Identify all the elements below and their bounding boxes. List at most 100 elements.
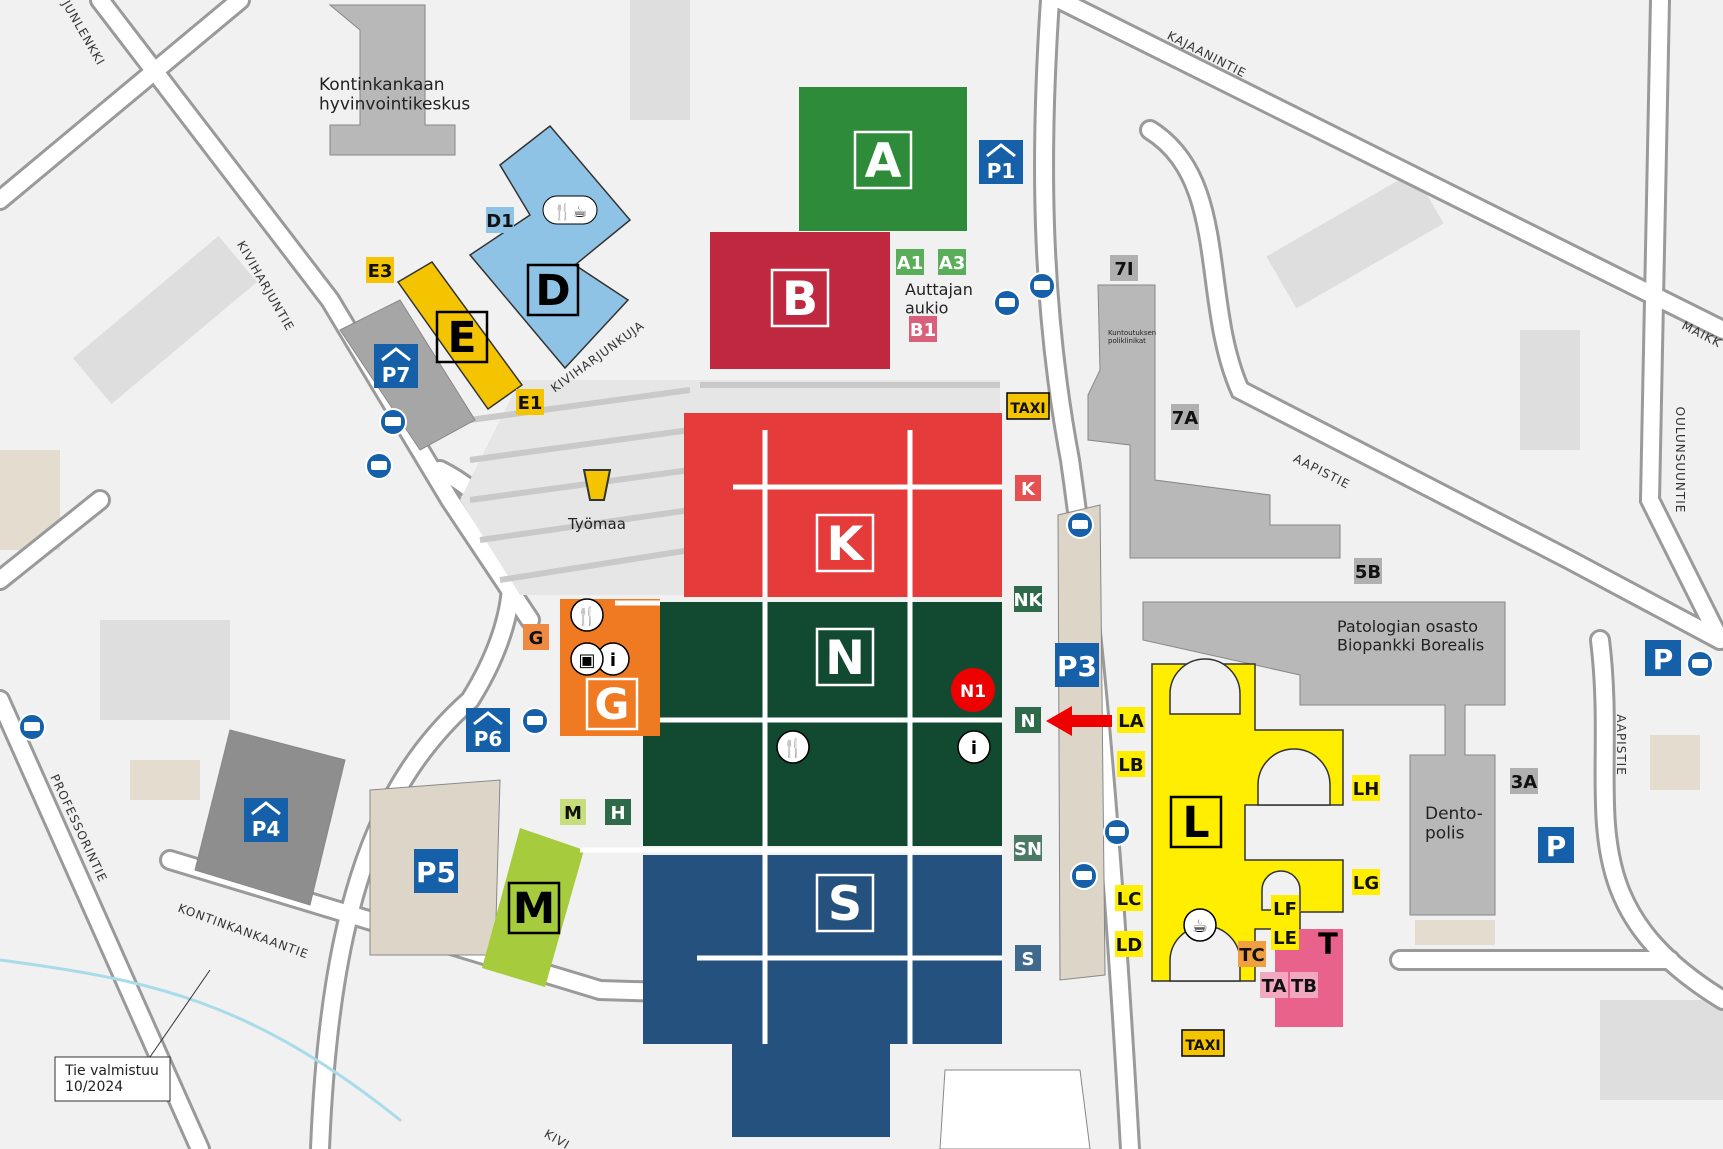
entrance-badge[interactable] [1117,707,1145,733]
building-m[interactable]: M [482,828,584,987]
entrance-marker-la[interactable]: LA [1117,707,1145,733]
entrance-badge[interactable] [1271,895,1299,921]
parking-sign-p[interactable]: P [1645,640,1681,676]
parking-sign-p5[interactable]: P5 [414,849,458,893]
building-d-shape[interactable] [468,124,632,370]
building-letter-k: K [827,517,866,572]
entrance-badge[interactable] [1110,255,1138,281]
building-e-shape[interactable] [396,261,524,411]
entrance-marker-tc[interactable]: TC [1238,941,1266,967]
entrance-badge[interactable] [1354,558,1382,584]
entrance-marker-tb[interactable]: TB [1290,972,1318,998]
entrance-badge[interactable] [523,624,549,650]
entrance-badge[interactable] [1115,885,1143,911]
entrance-marker-7a[interactable]: 7A [1171,404,1199,430]
entrance-badge[interactable] [1238,941,1266,967]
building-n[interactable]: N [643,602,1002,846]
entrance-marker-ta[interactable]: TA [1260,972,1288,998]
entrance-badge[interactable] [486,207,514,233]
entrance-badge[interactable] [366,257,394,283]
entrance-badge[interactable] [1510,768,1538,794]
entrance-badge[interactable] [896,249,924,275]
entrance-badge[interactable] [938,249,966,275]
entrance-label: 7I [1114,259,1133,280]
entrance-badge[interactable] [1181,1029,1225,1057]
entrance-badge[interactable] [1352,775,1380,801]
entrance-marker-d1[interactable]: D1 [486,207,514,233]
kiosk-icon-circle [570,642,604,676]
entrance-marker-7i[interactable]: 7I [1110,255,1138,281]
entrance-badge[interactable] [605,799,631,825]
entrance-badge[interactable] [1271,924,1299,950]
entrance-badge[interactable] [1352,869,1380,895]
entrance-badge[interactable] [516,389,544,415]
entrance-badge[interactable] [1015,475,1041,501]
parking-sign-p7[interactable]: P7 [374,344,418,388]
building-e[interactable]: E [396,261,524,411]
entrance-marker-lb[interactable]: LB [1117,751,1145,777]
parking-sign-bg[interactable] [414,849,458,893]
entrance-label: A1 [897,253,923,274]
parking-sign-bg[interactable] [979,140,1023,184]
entrance-badge[interactable] [1290,972,1318,998]
building-m-shape[interactable] [482,828,584,987]
parking-sign-bg[interactable] [466,708,510,752]
entrance-marker-3a[interactable]: 3A [1510,768,1538,794]
entrance-marker-lh[interactable]: LH [1352,775,1380,801]
building-d[interactable]: D [468,124,632,370]
entrance-marker-a1[interactable]: A1 [896,249,924,275]
entrance-marker-h[interactable]: H [605,799,631,825]
entrance-marker-n[interactable]: N [1015,707,1041,733]
entrance-marker-le[interactable]: LE [1271,924,1299,950]
entrance-marker-m[interactable]: M [560,799,586,825]
entrance-marker-lf[interactable]: LF [1271,895,1299,921]
entrance-marker-g[interactable]: G [523,624,549,650]
entrance-marker-k[interactable]: K [1015,475,1041,501]
parking-sign-p6[interactable]: P6 [466,708,510,752]
parking-sign-p1[interactable]: P1 [979,140,1023,184]
entrance-marker-s[interactable]: S [1015,945,1041,971]
entrance-badge[interactable] [1115,931,1143,957]
parking-sign-bg[interactable] [1055,643,1099,687]
building-a-shape[interactable] [799,87,967,231]
parking-sign-p[interactable]: P [1538,827,1574,863]
entrance-marker-e1[interactable]: E1 [516,389,544,415]
entrance-badge[interactable] [1014,586,1042,612]
entrance-badge[interactable] [909,316,937,342]
entrance-badge[interactable] [1117,751,1145,777]
parking-sign-p4[interactable]: P4 [244,798,288,842]
entrance-badge[interactable] [1006,392,1050,420]
entrance-marker-5b[interactable]: 5B [1354,558,1382,584]
entrance-marker-b1[interactable]: B1 [909,316,937,342]
entrance-badge[interactable] [1014,835,1042,861]
entrance-badge[interactable] [1015,945,1041,971]
entrance-badge[interactable] [560,799,586,825]
parking-sign-bg[interactable] [1645,640,1681,676]
building-k[interactable]: K [684,413,1002,597]
cafe-icon-circle [1183,908,1217,942]
entrance-badge[interactable] [1015,707,1041,733]
entrance-marker-ld[interactable]: LD [1115,931,1143,957]
dentopolis-label-line: polis [1425,824,1465,844]
parking-sign-bg[interactable] [374,344,418,388]
entrance-marker-lc[interactable]: LC [1115,885,1143,911]
building-b[interactable]: B [710,232,890,369]
building-a[interactable]: A [799,87,967,231]
entrance-marker-taxi[interactable]: TAXI [1181,1029,1225,1057]
bus-glyph [1034,281,1050,290]
entrance-marker-a3[interactable]: A3 [938,249,966,275]
building-b-shape[interactable] [710,232,890,369]
entrance-marker-nk[interactable]: NK [1013,586,1044,612]
building-n-shape[interactable] [643,602,1002,846]
entrance-marker-taxi[interactable]: TAXI [1006,392,1050,420]
entrance-marker-lg[interactable]: LG [1352,869,1380,895]
entrance-label: LD [1116,935,1142,956]
entrance-badge[interactable] [1260,972,1288,998]
entrance-marker-e3[interactable]: E3 [366,257,394,283]
parking-sign-bg[interactable] [244,798,288,842]
entrance-badge[interactable] [1171,404,1199,430]
entrance-label: 5B [1355,562,1381,583]
parking-sign-bg[interactable] [1538,827,1574,863]
parking-sign-p3[interactable]: P3 [1055,643,1099,687]
entrance-marker-sn[interactable]: SN [1014,835,1042,861]
